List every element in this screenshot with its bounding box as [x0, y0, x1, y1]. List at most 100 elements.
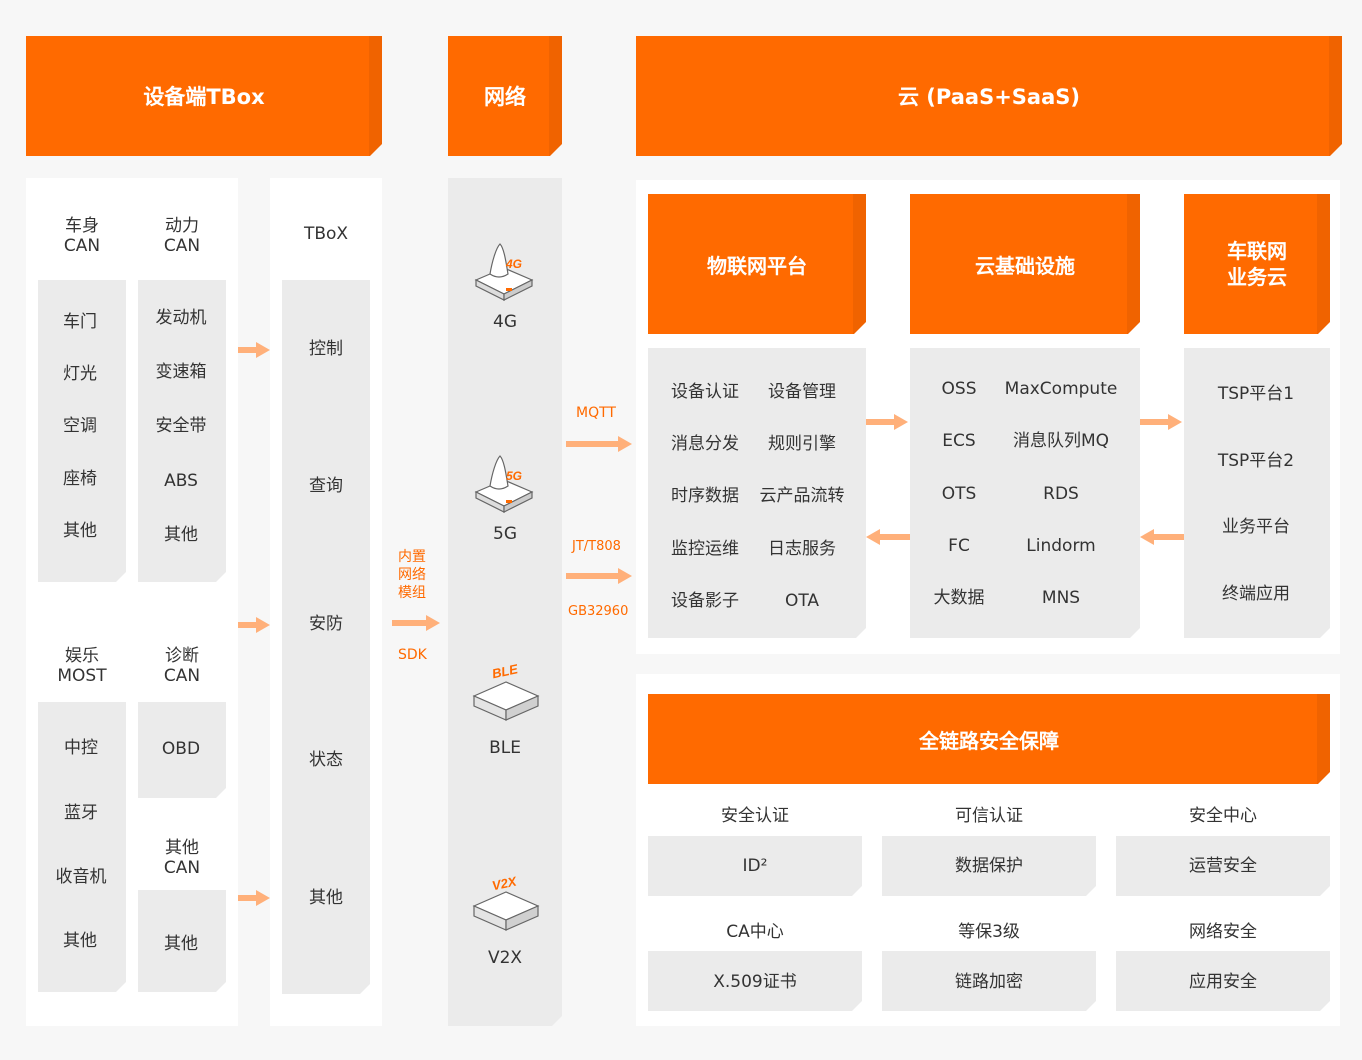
tbox-item: 其他: [309, 888, 343, 908]
security-header: 全链路安全保障: [648, 694, 1330, 784]
list-item: 其他: [164, 934, 198, 954]
security-box: [1116, 836, 1330, 896]
list-item: 发动机: [155, 308, 207, 328]
antenna-4g-badge: 4G: [505, 257, 522, 271]
list-item: 中控: [64, 738, 98, 758]
infra-header: 云基础设施: [910, 194, 1140, 334]
list-item: 空调: [63, 416, 97, 436]
tbox-item: 安防: [309, 614, 343, 634]
tbox-title: TBoX: [303, 224, 349, 244]
arrow-right: [566, 436, 634, 452]
other-can-label: 其他 CAN: [163, 838, 201, 878]
arrow-right: [392, 615, 442, 631]
list-item: OBD: [161, 739, 201, 759]
list-item: 安全带: [155, 416, 207, 436]
antenna-5g-badge: 5G: [506, 469, 522, 483]
iot-platform-box: [648, 348, 866, 638]
media-box: [38, 702, 126, 992]
arrow-left: [866, 529, 910, 545]
antenna-4g-icon: 4G: [474, 243, 534, 301]
security-box-label: 链路加密: [955, 972, 1023, 992]
service-item: 规则引擎: [768, 434, 836, 454]
security-box: [648, 951, 862, 1011]
security-label: CA中心: [726, 922, 784, 942]
diag-box: [138, 702, 226, 798]
list-item: 其他: [164, 525, 198, 545]
service-item: OSS: [941, 379, 977, 399]
v2x-box-icon: V2X: [472, 873, 540, 931]
service-item: RDS: [1043, 484, 1079, 504]
list-item: 变速箱: [155, 362, 207, 382]
network-header: 网络: [448, 36, 562, 156]
arrow-right: [238, 890, 270, 906]
arrow-right: [238, 342, 270, 358]
ble-box-icon: BLE: [472, 661, 540, 721]
service-item: 设备管理: [768, 382, 836, 402]
service-item: 大数据: [933, 588, 985, 608]
service-item: TSP平台1: [1217, 384, 1295, 404]
iot-platform-title: 物联网平台: [707, 253, 807, 278]
service-item: 消息队列MQ: [1012, 431, 1110, 451]
list-item: ABS: [164, 471, 198, 491]
network-label: V2X: [487, 948, 523, 968]
service-item: 云产品流转: [759, 486, 845, 506]
service-item: 终端应用: [1222, 584, 1290, 604]
list-item: 收音机: [55, 867, 107, 887]
antenna-5g-icon: 5G: [474, 455, 534, 513]
security-label: 等保3级: [958, 922, 1020, 942]
list-item: 其他: [63, 931, 97, 951]
cloud-header: 云 (PaaS+SaaS): [636, 36, 1342, 156]
security-title: 全链路安全保障: [919, 728, 1059, 753]
service-item: 设备认证: [671, 382, 739, 402]
cloud-header-title: 云 (PaaS+SaaS): [898, 85, 1080, 109]
infra-box: [910, 348, 1140, 638]
security-box-label: 运营安全: [1189, 856, 1257, 876]
service-item: TSP平台2: [1217, 451, 1295, 471]
arrow-right: [238, 617, 270, 633]
arrow-right: [566, 568, 634, 584]
security-box-label: ID²: [742, 856, 768, 876]
network-label: BLE: [489, 738, 521, 758]
body-can-label: 车身 CAN: [63, 216, 101, 256]
list-item: 座椅: [63, 469, 97, 489]
service-item: ECS: [942, 431, 976, 451]
service-item: Lindorm: [1026, 536, 1096, 556]
security-label: 可信认证: [955, 806, 1023, 826]
security-box-label: 数据保护: [955, 856, 1023, 876]
list-item: 灯光: [63, 364, 97, 384]
service-item: MNS: [1041, 588, 1081, 608]
security-box: [648, 836, 862, 896]
arrow-right: [1140, 414, 1184, 430]
tbox-box: [282, 280, 370, 994]
list-item: 蓝牙: [64, 803, 98, 823]
network-label: 4G: [493, 312, 517, 332]
security-box: [1116, 951, 1330, 1011]
service-item: FC: [948, 536, 970, 556]
security-label: 安全认证: [721, 806, 789, 826]
service-item: MaxCompute: [1004, 379, 1118, 399]
tbox-item: 状态: [309, 750, 343, 770]
list-item: 其他: [63, 521, 97, 541]
security-box: [882, 836, 1096, 896]
v2x-badge: V2X: [491, 873, 519, 893]
iot-platform-header: 物联网平台: [648, 194, 866, 334]
network-header-title: 网络: [484, 85, 526, 109]
security-box-label: X.509证书: [713, 972, 797, 992]
iov-title: 车联网 业务云: [1227, 239, 1287, 289]
security-box-label: 应用安全: [1189, 972, 1257, 992]
module-label: 内置 网络 模组: [398, 549, 426, 601]
service-item: OTA: [784, 591, 820, 611]
service-item: 日志服务: [768, 539, 836, 559]
network-column: [448, 178, 562, 1026]
sdk-label: SDK: [398, 647, 427, 663]
service-item: 监控运维: [671, 539, 739, 559]
diag-can-label: 诊断 CAN: [163, 646, 201, 686]
iov-box: [1184, 348, 1330, 638]
power-can-label: 动力 CAN: [163, 216, 201, 256]
list-item: 车门: [63, 312, 97, 332]
other-can-box: [138, 890, 226, 992]
service-item: 消息分发: [671, 434, 739, 454]
service-item: 设备影子: [671, 591, 739, 611]
media-most-label: 娱乐 MOST: [57, 646, 107, 686]
arrow-left: [1140, 529, 1184, 545]
